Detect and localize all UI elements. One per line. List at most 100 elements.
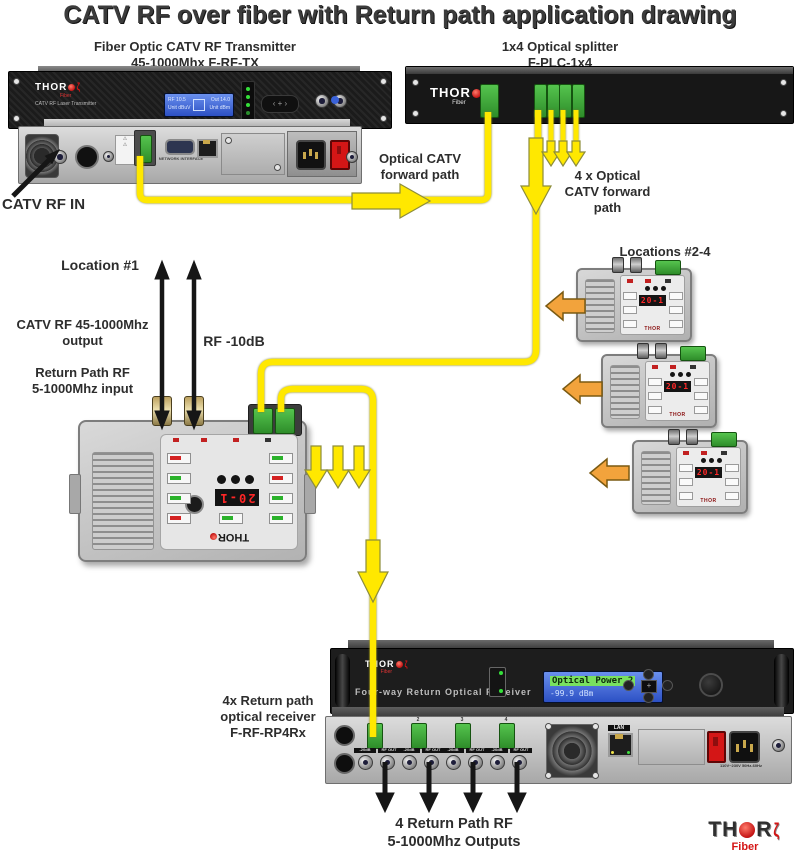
screw-icon bbox=[13, 78, 20, 85]
blank-plate bbox=[638, 729, 705, 765]
warning-mark-icon bbox=[690, 365, 696, 369]
screw-icon bbox=[780, 79, 787, 86]
blank-plate bbox=[221, 133, 285, 175]
globe-icon bbox=[395, 661, 403, 669]
node-mini-display bbox=[669, 292, 683, 300]
switch-rocker bbox=[337, 146, 341, 154]
warning-mark-icon bbox=[645, 279, 651, 283]
rx-rf-port bbox=[380, 755, 395, 770]
node-display: 20-1 bbox=[215, 489, 259, 506]
nav-up-button bbox=[643, 669, 654, 680]
warning-mark-icon bbox=[665, 279, 671, 283]
return-down-arrow bbox=[357, 539, 389, 604]
locations24-label: Locations #2-4 bbox=[619, 244, 711, 259]
catv-output-label: CATV RF 45-1000Mhz output bbox=[0, 317, 165, 349]
node-mini-display bbox=[669, 306, 683, 314]
globe-icon bbox=[739, 822, 756, 839]
splitter-output-3 bbox=[559, 84, 572, 118]
node-mini-display bbox=[694, 392, 708, 400]
node-mini-display bbox=[679, 478, 693, 486]
lcd-line2: -99.9 dBm bbox=[550, 689, 594, 698]
screw-icon bbox=[380, 78, 387, 85]
warning-mark-icon bbox=[652, 365, 658, 369]
rx-rf-port bbox=[446, 755, 461, 770]
rf-output-arrow-1 bbox=[375, 792, 395, 814]
return-input-label: Return Path RF 5-1000Mhz input bbox=[10, 365, 155, 397]
receiver-label-line2: optical receiver bbox=[220, 708, 316, 724]
node-rf-connector-icon bbox=[655, 343, 667, 359]
node-control-panel: 20-1 THOR bbox=[645, 361, 710, 421]
node-button bbox=[709, 458, 714, 463]
page-title: CATV RF over fiber with Return path appl… bbox=[63, 1, 737, 29]
return-input-line2: 5-1000Mhz input bbox=[31, 380, 134, 396]
screw-icon bbox=[225, 137, 232, 144]
nav-left-button bbox=[623, 680, 634, 691]
flame-icon: ζ bbox=[773, 820, 781, 840]
receiver-label: 4x Return path optical receiver F-RF-RP4… bbox=[193, 693, 343, 741]
node-mini-display bbox=[219, 513, 243, 524]
splitter-small-arrow-3 bbox=[565, 140, 587, 168]
receiver-label-line3: F-RF-RP4Rx bbox=[230, 724, 306, 740]
node-sc-connector-icon bbox=[680, 346, 706, 361]
ethernet-pins bbox=[615, 734, 623, 739]
front-status-module bbox=[489, 667, 506, 697]
node-mini-display bbox=[167, 473, 191, 484]
node-side-arrow-2 bbox=[325, 445, 351, 490]
mon-out-port bbox=[334, 725, 355, 746]
four-x-line2: CATV forward bbox=[564, 183, 651, 199]
splitter-input-connector bbox=[480, 84, 499, 118]
rf-output-arrow-2 bbox=[419, 792, 439, 814]
brand-text: THOR bbox=[35, 82, 68, 93]
flame-icon: ζ bbox=[77, 82, 81, 93]
iec-inlet-icon bbox=[296, 140, 326, 170]
node-rf-connector-2 bbox=[184, 396, 204, 426]
catv-rf-in-port bbox=[53, 150, 67, 164]
node-brand-logo: THOR bbox=[197, 531, 261, 543]
port-label-rfout: RF OUT bbox=[466, 747, 488, 753]
globe-icon bbox=[68, 83, 76, 91]
front-nav-buttons: + bbox=[623, 669, 673, 703]
warning-mark-icon bbox=[627, 279, 633, 283]
rx-rf-port bbox=[424, 755, 439, 770]
nav-down-button bbox=[643, 692, 654, 703]
forward-right-arrow bbox=[351, 182, 432, 220]
node-mini-display bbox=[167, 493, 191, 504]
node-mini-display bbox=[725, 478, 739, 486]
inlet-pin bbox=[750, 744, 753, 752]
rf-10db-label: RF -10dB bbox=[203, 333, 265, 349]
mon-out-port bbox=[334, 753, 355, 774]
warning-mark-icon bbox=[201, 438, 207, 442]
brand-text: THOR bbox=[365, 659, 395, 669]
inlet-pin bbox=[743, 740, 746, 748]
port-number: 4 bbox=[504, 717, 508, 723]
screw-icon bbox=[13, 115, 20, 122]
node-rf-connector-icon bbox=[668, 429, 680, 445]
front-model-text: CATV RF Laser Transmitter bbox=[35, 101, 97, 107]
node-side-arrow-3 bbox=[346, 445, 372, 490]
warning-mark-icon bbox=[233, 438, 239, 442]
optical-forward-line2: forward path bbox=[380, 166, 460, 182]
port-number: 3 bbox=[460, 717, 464, 723]
port-label-20db: -20dB bbox=[442, 747, 464, 753]
lan-led-icon bbox=[611, 751, 614, 754]
optical-forward-label: Optical CATV forward path bbox=[372, 151, 468, 183]
node-vents bbox=[641, 451, 671, 505]
rear-right-port bbox=[772, 739, 785, 752]
node-mini-display bbox=[167, 513, 191, 524]
screw-icon bbox=[545, 723, 552, 730]
front-buttons: ‹ + › bbox=[261, 95, 299, 113]
inlet-pin bbox=[309, 149, 312, 156]
port-label-rfout: RF OUT bbox=[510, 747, 532, 753]
logo-sub-text: Fiber bbox=[731, 841, 759, 853]
rf-double-arrow-2-top bbox=[186, 259, 202, 280]
receiver-label-line1: 4x Return path bbox=[222, 693, 314, 708]
flame-icon: ζ bbox=[404, 659, 408, 669]
rx-rf-port bbox=[512, 755, 527, 770]
rf-output-arrow-4 bbox=[507, 792, 527, 814]
node-button bbox=[245, 475, 254, 484]
vga-port-icon bbox=[165, 139, 195, 155]
switch-rocker bbox=[713, 737, 718, 746]
